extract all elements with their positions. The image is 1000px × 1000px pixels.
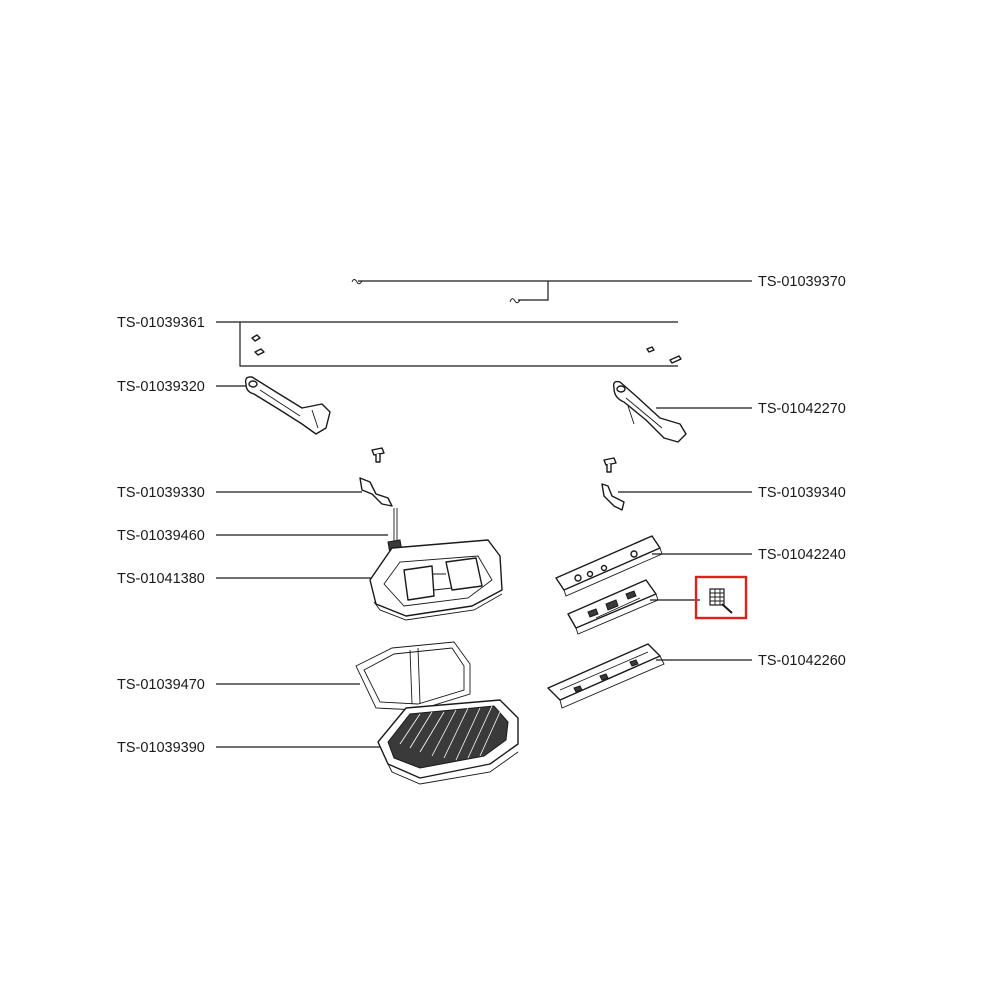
pin-part [371, 447, 617, 473]
label-ts-01039361: TS-01039361 [117, 315, 205, 331]
gasket-part [355, 641, 471, 711]
part-labels: TS-01039370 TS-01039361 TS-01039320 TS-0… [117, 274, 846, 756]
highlighted-part[interactable] [694, 575, 748, 620]
spring-part [351, 279, 521, 304]
heating-plate-part [369, 539, 503, 621]
highlight-box[interactable] [694, 575, 748, 620]
label-ts-01041380: TS-01041380 [117, 571, 205, 587]
label-ts-01039390: TS-01039390 [117, 740, 205, 756]
label-ts-01039460: TS-01039460 [117, 528, 205, 544]
right-hinge-arm-part [612, 380, 687, 443]
leader-lines [216, 280, 752, 748]
grill-plate-part [377, 699, 519, 785]
label-ts-01042260: TS-01042260 [758, 653, 846, 669]
control-board-part [567, 579, 659, 635]
screw-set-part [251, 334, 682, 364]
right-bracket-part [601, 483, 625, 511]
control-bar-part [555, 535, 663, 597]
label-ts-01039470: TS-01039470 [117, 677, 205, 693]
label-ts-01039370: TS-01039370 [758, 274, 846, 290]
label-ts-01042270: TS-01042270 [758, 401, 846, 417]
left-hinge-arm-part [244, 376, 331, 435]
label-ts-01039340: TS-01039340 [758, 485, 846, 501]
label-ts-01039330: TS-01039330 [117, 485, 205, 501]
housing-part [547, 643, 665, 709]
left-bracket-part [359, 477, 393, 507]
keypad-icon [709, 588, 733, 614]
label-ts-01039320: TS-01039320 [117, 379, 205, 395]
label-ts-01042240: TS-01042240 [758, 547, 846, 563]
